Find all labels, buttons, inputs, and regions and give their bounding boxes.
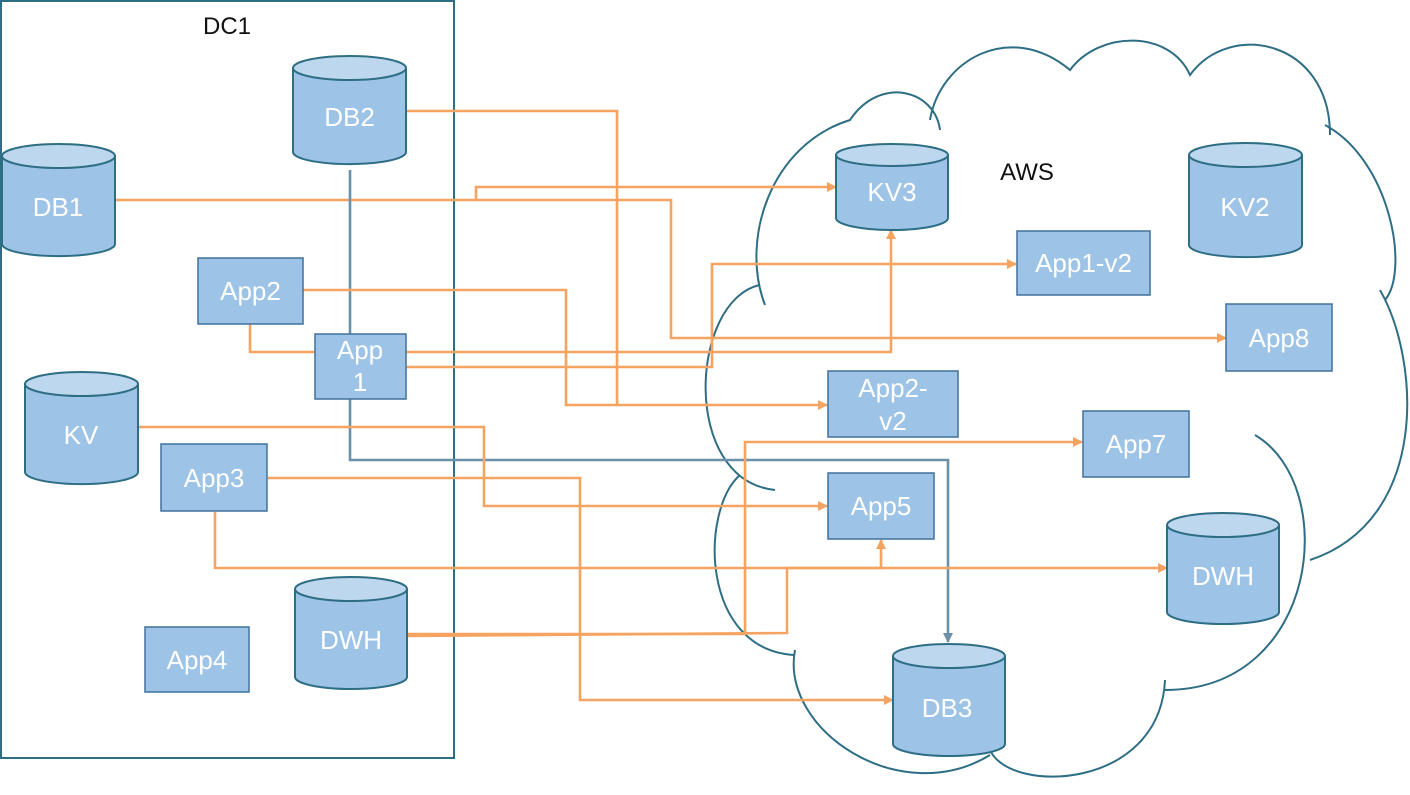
edge-app3-dwh-aws — [213, 512, 1168, 573]
node-dwh-aws-label: DWH — [1192, 561, 1254, 591]
node-app7-label: App7 — [1106, 429, 1167, 459]
node-kv2[interactable]: KV2 — [1188, 142, 1303, 259]
node-app5[interactable]: App5 — [827, 472, 935, 540]
edge-db1-app8 — [476, 198, 1227, 343]
node-app3-label: App3 — [184, 463, 245, 493]
node-dwh-dc1-label: DWH — [320, 625, 382, 655]
aws-region-label: AWS — [1000, 159, 1054, 186]
node-app2-label: App2 — [220, 276, 281, 306]
edge-kv-app5 — [138, 425, 828, 511]
node-kv2-label: KV2 — [1220, 192, 1269, 222]
node-app1-label-line2: 1 — [353, 367, 367, 397]
edge-dwh-app7 — [407, 437, 1083, 636]
node-dwh-dc1[interactable]: DWH — [294, 576, 408, 690]
node-kv3[interactable]: KV3 — [835, 143, 949, 231]
node-db2-label: DB2 — [324, 102, 375, 132]
node-app8[interactable]: App8 — [1225, 303, 1333, 372]
dc1-region — [0, 0, 455, 759]
edge-app3-db3 — [268, 476, 894, 705]
edge-db2-db3 — [348, 170, 953, 643]
node-db1-label: DB1 — [33, 192, 84, 222]
edge-dwh-app5 — [406, 539, 886, 638]
edge-app2-kv3 — [248, 229, 896, 354]
node-app2[interactable]: App2 — [197, 257, 304, 325]
edge-app2-app2-v2 — [303, 288, 617, 407]
node-db2[interactable]: DB2 — [292, 55, 407, 166]
node-app1[interactable]: App 1 — [314, 333, 407, 400]
node-kv[interactable]: KV — [24, 371, 139, 486]
node-app8-label: App8 — [1249, 323, 1310, 353]
node-db3-label: DB3 — [922, 693, 973, 723]
node-app2-v2-label-line1: App2- — [858, 373, 927, 403]
node-app3[interactable]: App3 — [160, 443, 268, 512]
node-app2-v2-label-line2: v2 — [879, 406, 906, 436]
edge-db2-app2-v2 — [406, 109, 828, 410]
node-kv-label: KV — [64, 420, 99, 450]
node-app1-v2-label: App1-v2 — [1035, 248, 1132, 278]
node-app1-label-line1: App — [337, 335, 383, 365]
node-app7[interactable]: App7 — [1082, 410, 1190, 478]
aws-cloud-region — [704, 39, 1409, 778]
edge-db1-kv3 — [115, 182, 837, 202]
node-app4[interactable]: App4 — [144, 626, 250, 693]
node-kv3-label: KV3 — [867, 177, 916, 207]
node-app2-v2[interactable]: App2- v2 — [827, 370, 959, 438]
edges-layer — [115, 109, 1227, 705]
node-db1[interactable]: DB1 — [1, 143, 116, 258]
node-app5-label: App5 — [851, 491, 912, 521]
node-app1-v2[interactable]: App1-v2 — [1016, 230, 1151, 296]
edge-app1-app1-v2 — [406, 259, 1017, 369]
dc1-region-label: DC1 — [203, 13, 251, 40]
node-dwh-aws[interactable]: DWH — [1166, 512, 1280, 625]
node-db3[interactable]: DB3 — [892, 643, 1006, 757]
node-app4-label: App4 — [167, 645, 228, 675]
